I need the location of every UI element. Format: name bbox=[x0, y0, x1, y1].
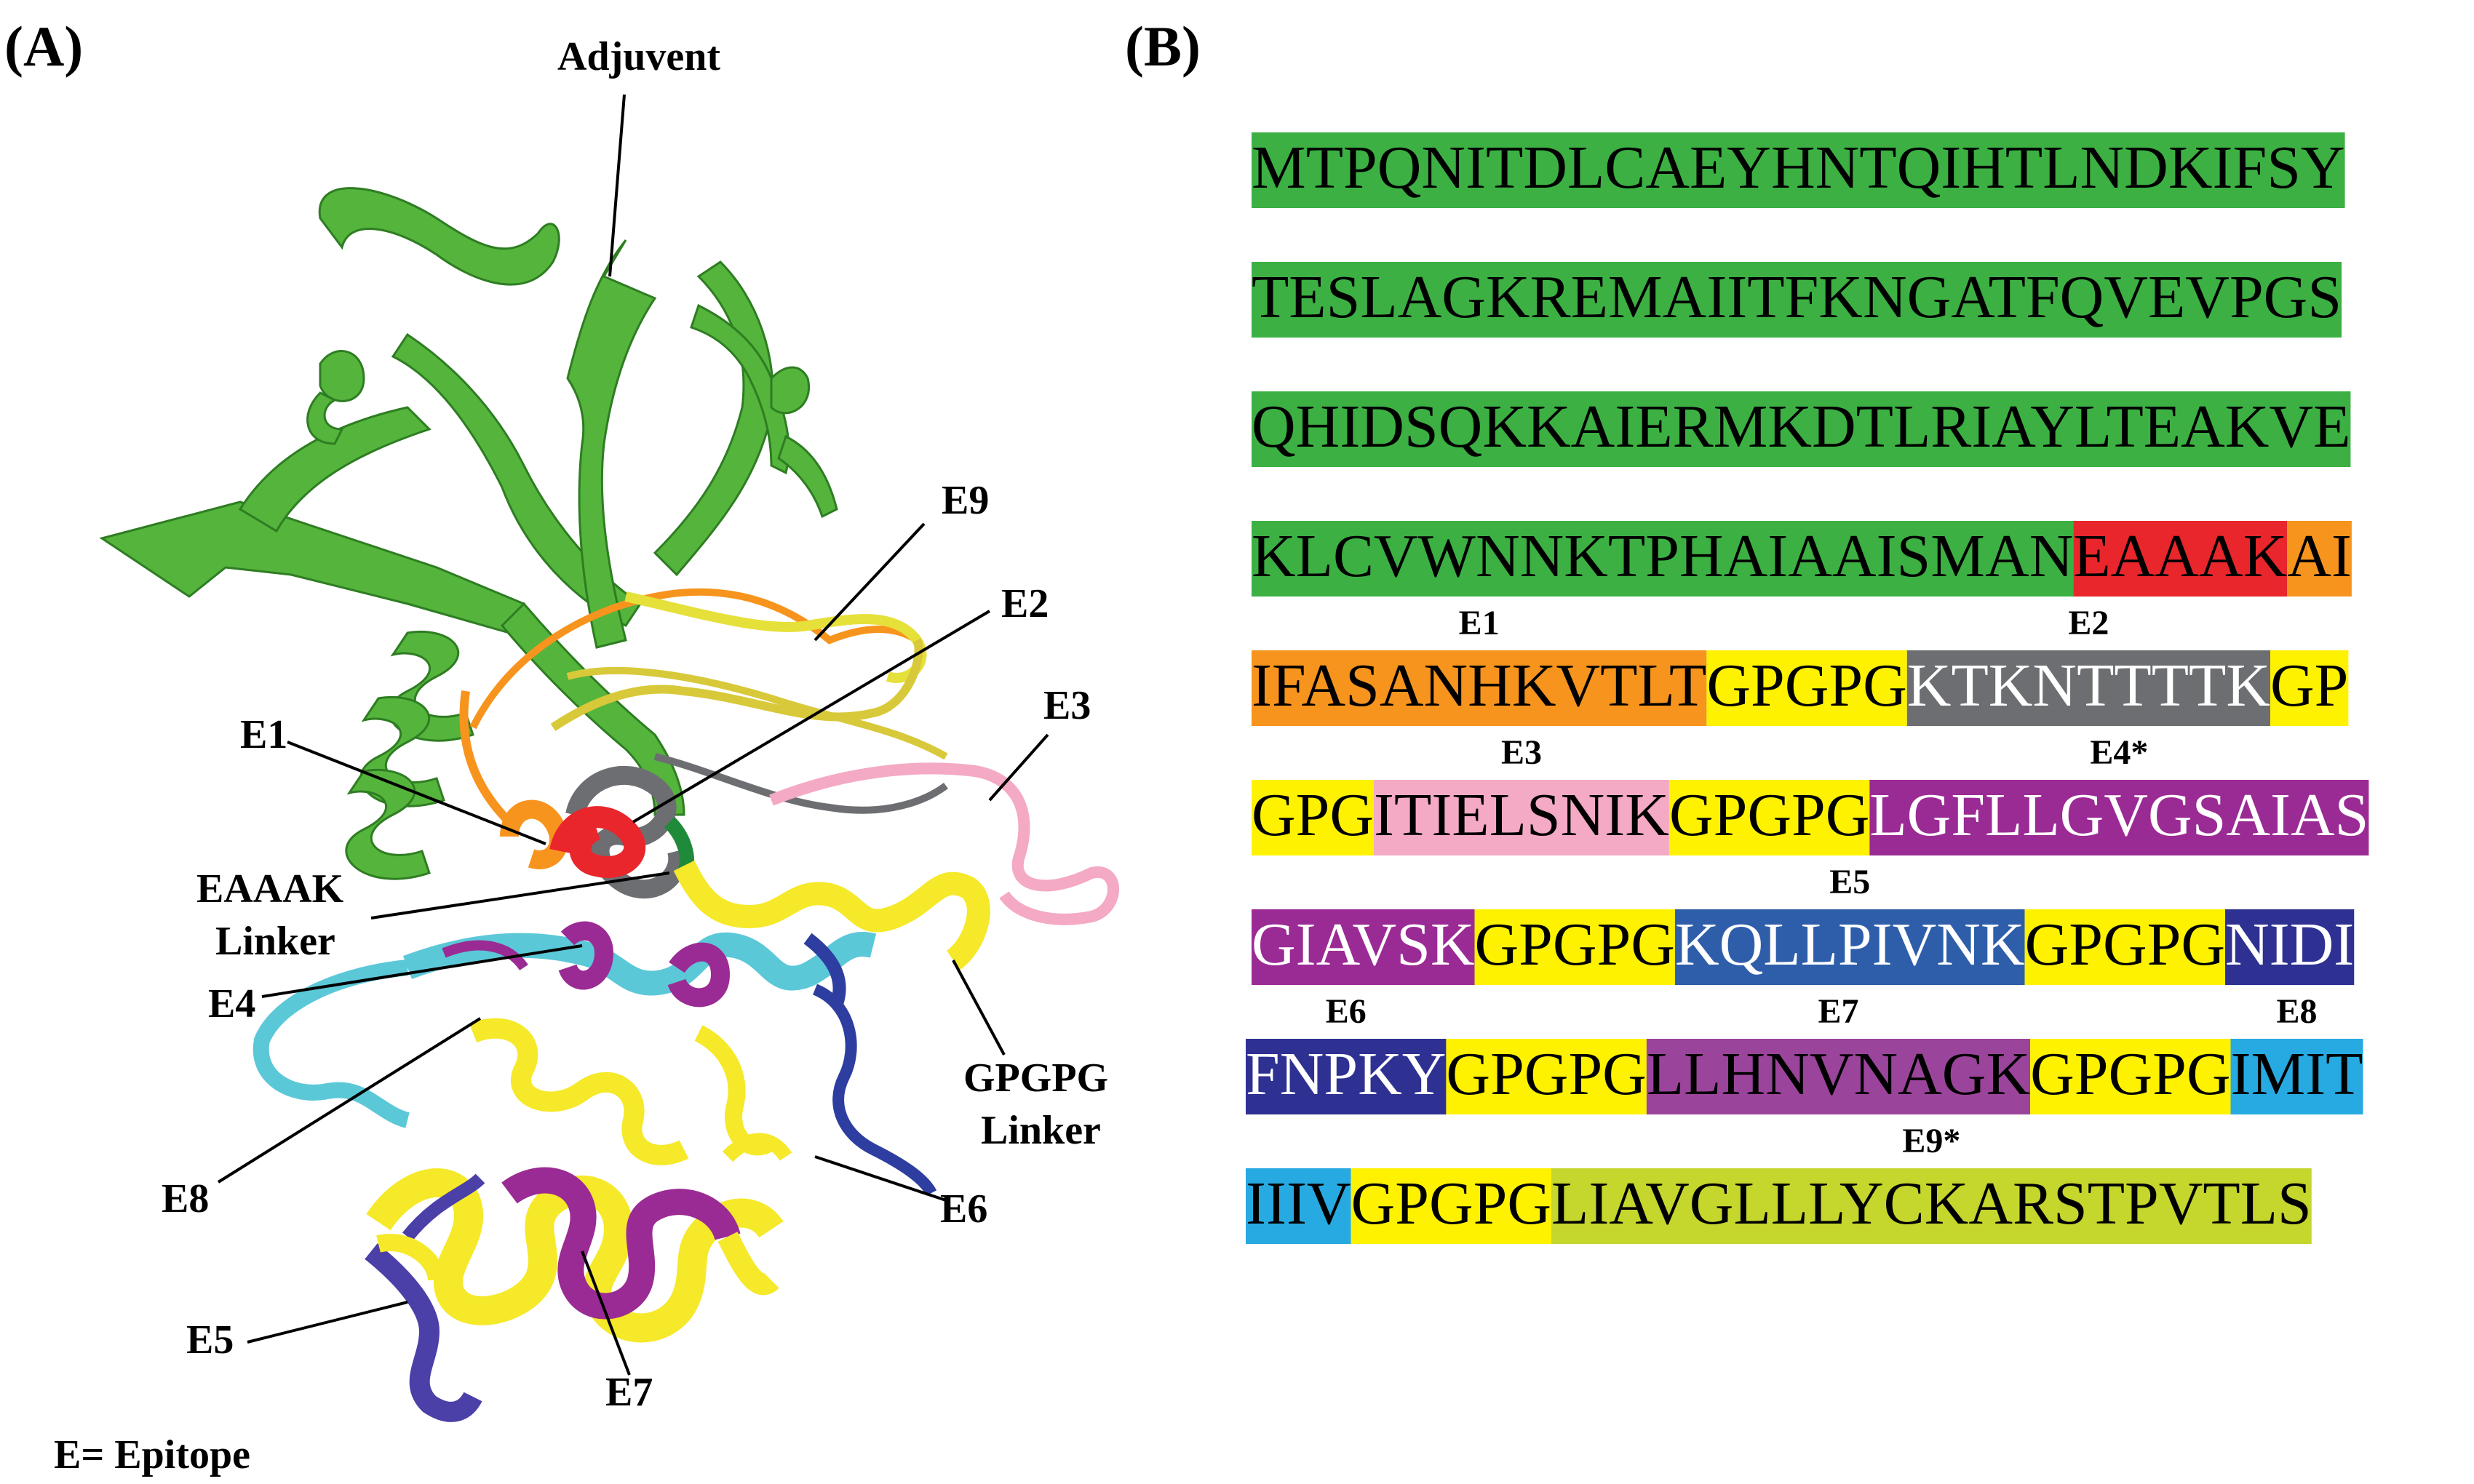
sequence-segment-text: GPGPG bbox=[1669, 781, 1869, 849]
sequence-segment-highlight bbox=[1252, 262, 2342, 338]
sequence-segment-text: IIIV bbox=[1246, 1170, 1351, 1237]
epitope-segment-label: E2 bbox=[2068, 604, 2109, 642]
sequence-segment-highlight bbox=[2030, 1039, 2231, 1114]
leader-lines bbox=[217, 94, 1049, 1376]
sequence-segment-highlight bbox=[1706, 650, 1907, 726]
e5-label: E5 bbox=[186, 1317, 234, 1363]
sequence-segment-text: LIAVGLLLYCKARSTPVTLS bbox=[1551, 1170, 2312, 1237]
epitope-segment-label: E9* bbox=[1902, 1122, 1960, 1160]
sequence-segment-text: GPGPG bbox=[2030, 1040, 2230, 1108]
sequence-segment-text: GPGPG bbox=[2025, 911, 2225, 978]
sequence-segment-highlight bbox=[1674, 909, 2025, 985]
sequence-segment-highlight bbox=[2073, 521, 2288, 597]
e3-label: E3 bbox=[1043, 683, 1091, 728]
eaaak-label-line1: EAAAK bbox=[196, 866, 344, 911]
sequence-segment-highlight bbox=[1252, 780, 1375, 855]
sequence-segment-highlight bbox=[1252, 909, 1475, 985]
e7-label: E7 bbox=[605, 1370, 653, 1415]
sequence-segment-highlight bbox=[1246, 1168, 1351, 1244]
eaaak-label-line2: Linker bbox=[215, 919, 335, 964]
gpgpg-label-line1: GPGPG bbox=[963, 1056, 1108, 1101]
sequence-panel: MTPQNITDLCAEYHNTQIHTLNDKIFSY TESLAGKREMAI… bbox=[1246, 132, 2369, 1244]
sequence-segment-highlight bbox=[2270, 650, 2349, 726]
epitope-segment-label: E1 bbox=[1459, 604, 1500, 642]
sequence-segment-highlight bbox=[2024, 909, 2225, 985]
sequence-segment-text: GPGPG bbox=[1351, 1170, 1551, 1237]
e1-label: E1 bbox=[240, 712, 287, 757]
sequence-segment-text: KLCVWNNKTPHAIAAISMAN bbox=[1252, 522, 2073, 590]
sequence-row: TESLAGKREMAIITFKNGATFQVEVPGS bbox=[1252, 262, 2342, 338]
panel-a-label: (A) bbox=[4, 15, 83, 78]
sequence-segment-highlight bbox=[1246, 1039, 1447, 1114]
sequence-segment-highlight bbox=[1351, 1168, 1552, 1244]
sequence-segment-text: IMIT bbox=[2231, 1040, 2363, 1108]
e4-label: E4 bbox=[208, 981, 255, 1026]
sequence-segment-text: KQLLPIVNK bbox=[1675, 911, 2025, 978]
sequence-segment-text: GPGPG bbox=[1475, 911, 1675, 978]
epitope-segment-label: E6 bbox=[1326, 992, 1367, 1031]
e2-label: E2 bbox=[1001, 581, 1049, 626]
sequence-segment-text: EAAAK bbox=[2073, 522, 2287, 590]
adjuvent-label: Adjuvent bbox=[557, 34, 720, 79]
epitope-segment-label: E5 bbox=[1829, 863, 1870, 901]
sequence-segment-text: ITIELSNIK bbox=[1374, 781, 1669, 849]
sequence-segment-highlight bbox=[1252, 521, 2074, 597]
gpgpg-label-line2: Linker bbox=[981, 1108, 1101, 1153]
sequence-segment-text: GP bbox=[2270, 652, 2348, 719]
protein-structure-ribbon bbox=[99, 187, 1119, 1422]
epitope-segment-label: E3 bbox=[1501, 733, 1542, 772]
sequence-segment-text: NIDI bbox=[2225, 911, 2354, 978]
sequence-segment-highlight bbox=[1252, 132, 2345, 208]
sequence-segment-text: FNPKY bbox=[1246, 1040, 1446, 1108]
sequence-row: MTPQNITDLCAEYHNTQIHTLNDKIFSY bbox=[1252, 132, 2345, 208]
sequence-segment-text: GPGPG bbox=[1706, 652, 1906, 719]
sequence-segment-highlight bbox=[1252, 391, 2351, 467]
epitope-segment-label: E7 bbox=[1818, 992, 1858, 1031]
sequence-segment-highlight bbox=[2287, 521, 2352, 597]
e6-label: E6 bbox=[940, 1186, 987, 1232]
sequence-segment-highlight bbox=[1374, 780, 1669, 855]
epitope-segment-label: E4* bbox=[2090, 733, 2148, 772]
sequence-segment-highlight bbox=[1551, 1168, 2312, 1244]
sequence-segment-highlight bbox=[2224, 909, 2355, 985]
sequence-segment-text: LLHNVNAGK bbox=[1647, 1040, 2030, 1108]
sequence-segment-highlight bbox=[1646, 1039, 2031, 1114]
sequence-segment-highlight bbox=[1252, 650, 1707, 726]
epitope-legend: E= Epitope bbox=[54, 1432, 250, 1477]
sequence-segment-highlight bbox=[1906, 650, 2270, 726]
epitope-segment-label: E8 bbox=[2277, 992, 2318, 1031]
e9-label: E9 bbox=[942, 478, 989, 523]
e8-label: E8 bbox=[162, 1176, 209, 1221]
sequence-segment-highlight bbox=[2230, 1039, 2363, 1114]
sequence-segment-text: QHIDSQKKAIERMKDTLRIAYLTEAKVE bbox=[1252, 393, 2350, 460]
sequence-segment-highlight bbox=[1668, 780, 1870, 855]
sequence-segment-text: MTPQNITDLCAEYHNTQIHTLNDKIFSY bbox=[1252, 134, 2345, 202]
sequence-segment-highlight bbox=[1474, 909, 1675, 985]
sequence-segment-text: GPGPG bbox=[1446, 1040, 1646, 1108]
sequence-segment-text: IFASANHKVTLT bbox=[1252, 652, 1706, 719]
sequence-segment-text: TESLAGKREMAIITFKNGATFQVEVPGS bbox=[1252, 263, 2342, 331]
adjuvant-domain bbox=[99, 187, 838, 880]
panel-b-label: (B) bbox=[1125, 15, 1201, 78]
sequence-segment-highlight bbox=[1869, 780, 2369, 855]
sequence-segment-text: KTKNTTTTK bbox=[1907, 652, 2270, 719]
sequence-row: QHIDSQKKAIERMKDTLRIAYLTEAKVE bbox=[1252, 391, 2351, 467]
sequence-segment-highlight bbox=[1446, 1039, 1647, 1114]
sequence-segment-text: AI bbox=[2287, 522, 2352, 590]
sequence-segment-text: GIAVSK bbox=[1252, 911, 1475, 978]
sequence-segment-text: LGFLLGVGSAIAS bbox=[1869, 781, 2368, 849]
sequence-segment-text: GPG bbox=[1252, 781, 1374, 849]
